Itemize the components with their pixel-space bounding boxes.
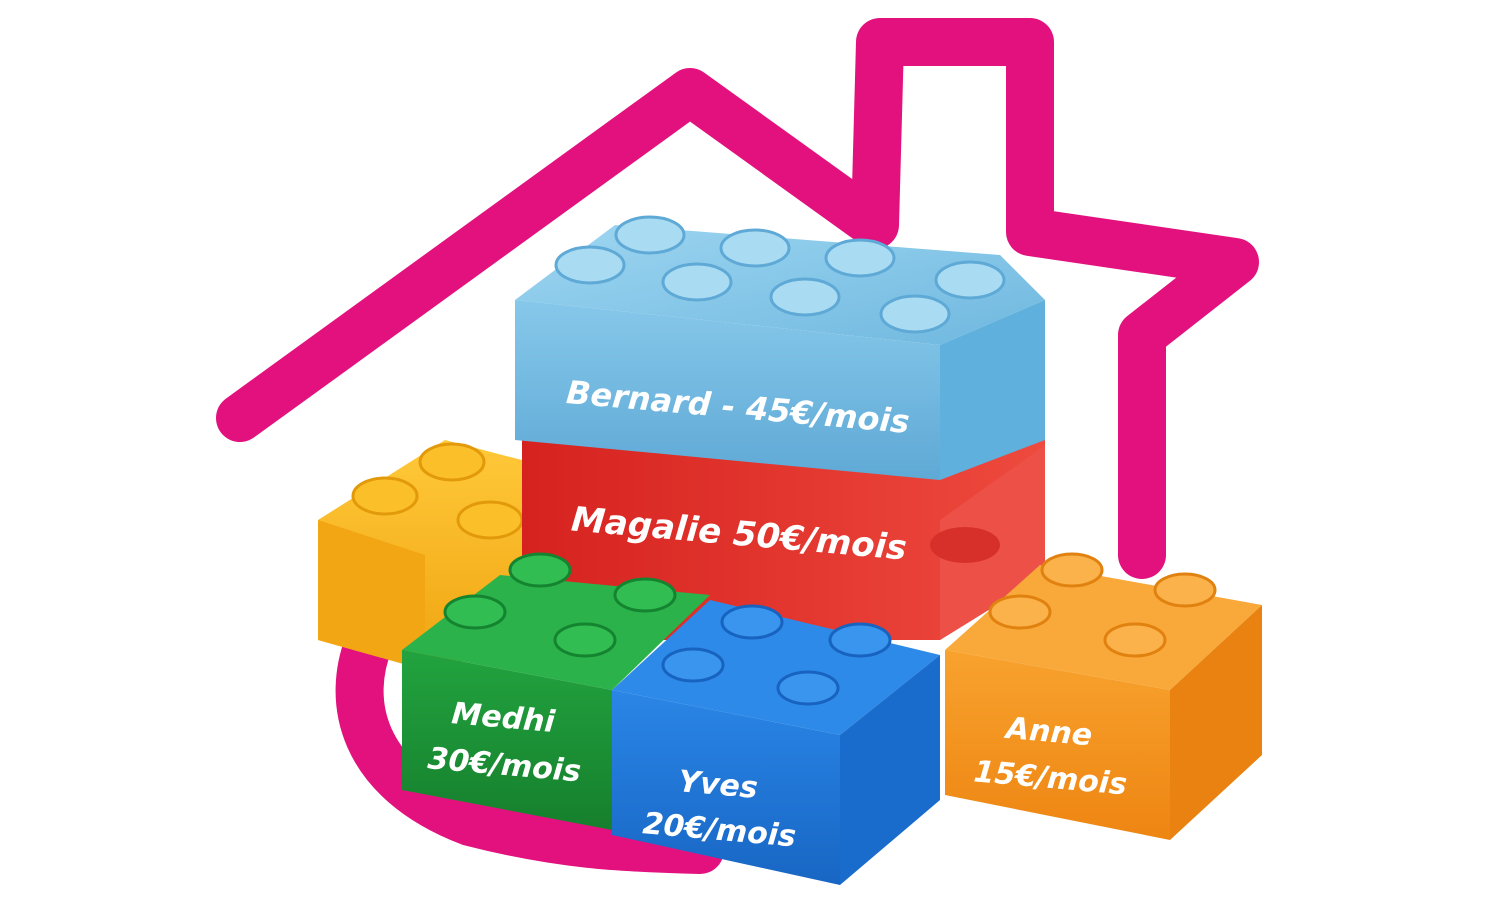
yves-name: Yves <box>677 764 759 806</box>
orange-brick: Anne 15€/mois <box>945 552 1262 840</box>
light-blue-studs <box>554 215 1006 334</box>
blue-brick: Yves 20€/mois <box>612 600 940 885</box>
green-brick: Medhi 30€/mois <box>402 552 710 830</box>
house-outline-icon <box>216 18 1259 874</box>
light-blue-brick: Bernard - 45€/mois <box>515 215 1045 480</box>
anne-name: Anne <box>1003 711 1094 754</box>
